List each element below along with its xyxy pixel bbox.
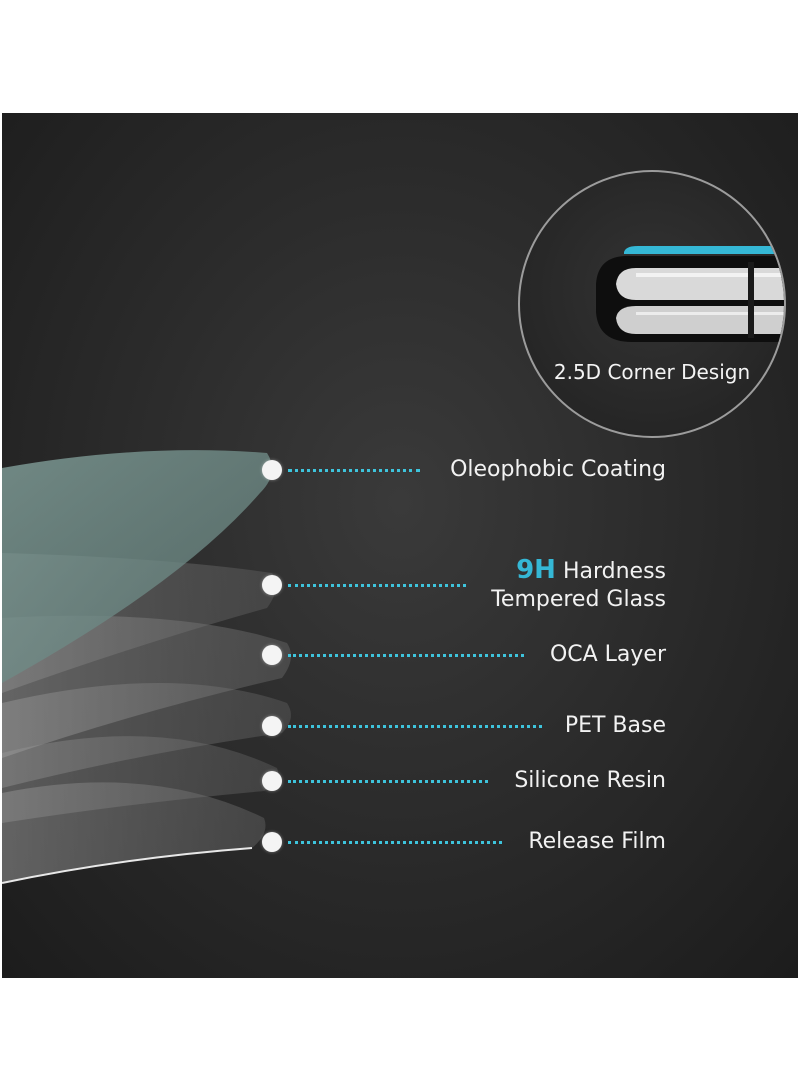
corner-detail-graphic: [596, 246, 784, 342]
hardness-leader: [288, 584, 466, 587]
callout-oleophobic: Oleophobic Coating: [2, 457, 798, 482]
oleophobic-dot: [262, 460, 282, 480]
corner-zoom-circle: 2.5D Corner Design: [518, 170, 786, 438]
pet-label: PET Base: [564, 713, 666, 738]
hardness-dot: [262, 575, 282, 595]
silicone-leader: [288, 780, 488, 783]
product-illustration: Oleophobic Coating 9H Hardness Tempered …: [2, 113, 798, 978]
silicone-label: Silicone Resin: [514, 768, 666, 793]
silicone-dot: [262, 771, 282, 791]
callout-hardness: 9H Hardness Tempered Glass: [2, 556, 798, 612]
release-leader: [288, 841, 502, 844]
callout-silicone: Silicone Resin: [2, 768, 798, 793]
oca-dot: [262, 645, 282, 665]
glass-layers-graphic: [2, 450, 291, 884]
oleophobic-layer: [2, 450, 273, 683]
pet-leader: [288, 725, 542, 728]
release-label: Release Film: [528, 829, 666, 854]
oca-label: OCA Layer: [549, 642, 666, 667]
callout-release: Release Film: [2, 829, 798, 854]
hardness-line2: Tempered Glass: [491, 587, 666, 612]
release-film-edge: [2, 847, 253, 884]
oleophobic-leader: [288, 469, 420, 472]
hardness-accent: 9H: [516, 555, 556, 585]
hardness-label: 9H Hardness Tempered Glass: [491, 556, 666, 614]
zoom-label: 2.5D Corner Design: [553, 360, 751, 384]
callout-pet: PET Base: [2, 713, 798, 738]
oleophobic-label: Oleophobic Coating: [450, 457, 666, 482]
oca-leader: [288, 654, 524, 657]
pet-dot: [262, 716, 282, 736]
hardness-line1: Hardness: [555, 559, 666, 584]
callout-oca: OCA Layer: [2, 642, 798, 667]
release-dot: [262, 832, 282, 852]
